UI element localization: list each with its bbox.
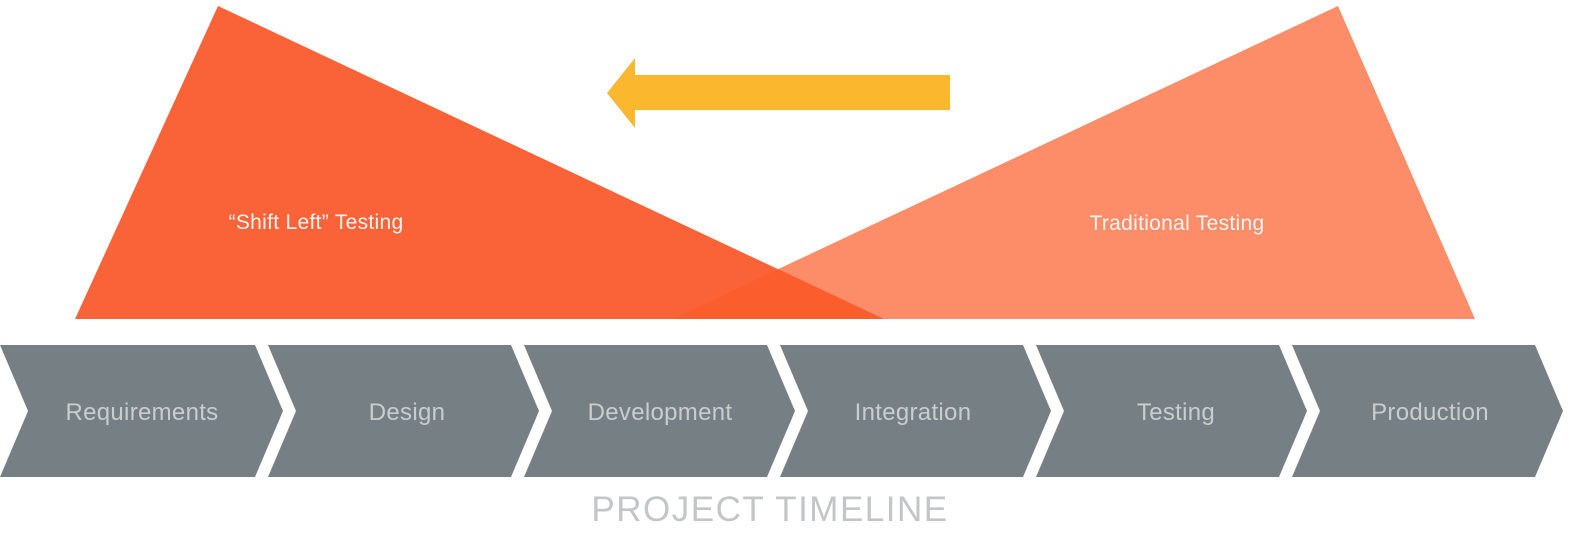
chevron-design: [268, 345, 539, 477]
triangle-overlap: [672, 269, 884, 319]
project-timeline-title: PROJECT TIMELINE: [591, 490, 948, 529]
stage-label-production: Production: [1371, 399, 1489, 426]
stage-label-design: Design: [369, 399, 446, 426]
chevron-requirements: [0, 345, 283, 477]
chevron-integration: [780, 345, 1051, 477]
shift-left-label: “Shift Left” Testing: [229, 211, 404, 234]
chevron-production: [1292, 345, 1563, 477]
stage-label-requirements: Requirements: [65, 399, 218, 426]
stage-label-testing: Testing: [1137, 399, 1215, 426]
stage-label-development: Development: [588, 399, 733, 426]
chevron-development: [524, 345, 795, 477]
shift-left-arrow-icon: [607, 58, 950, 128]
traditional-triangle: [672, 6, 1475, 319]
traditional-label: Traditional Testing: [1090, 212, 1265, 235]
shift-left-triangle: [75, 6, 884, 319]
chevron-testing: [1036, 345, 1307, 477]
stage-label-integration: Integration: [855, 399, 972, 426]
